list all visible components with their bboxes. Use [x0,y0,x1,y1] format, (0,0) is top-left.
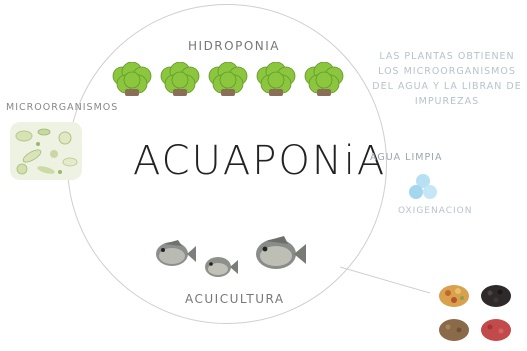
diagram-title: ACUAPONiA [133,138,333,184]
label-acuicultura: ACUICULTURA [185,292,285,306]
label-agua-limpia: AGUA LIMPIA [370,152,443,163]
label-microorganismos: MICROORGANISMOS [6,102,118,113]
side-note: LAS PLANTAS OBTIENEN LOS MICROORGANISMOS… [372,49,522,109]
fish-food-image [432,280,522,348]
lettuce-icon [305,62,343,96]
fish-icon [256,236,306,269]
fish-group [150,232,310,292]
plants-row [110,62,355,98]
lettuce-icon [113,62,151,96]
lettuce-icon [161,62,199,96]
lettuce-icon [209,62,247,96]
label-oxigenacion: OXIGENACION [398,206,472,216]
fish-icon [205,257,238,277]
label-hidroponia: HIDROPONIA [188,39,280,53]
lettuce-icon [257,62,295,96]
connector-line [340,255,430,295]
water-bubbles-icon [408,173,438,201]
microorganisms-image [10,122,82,180]
fish-icon [156,240,196,266]
